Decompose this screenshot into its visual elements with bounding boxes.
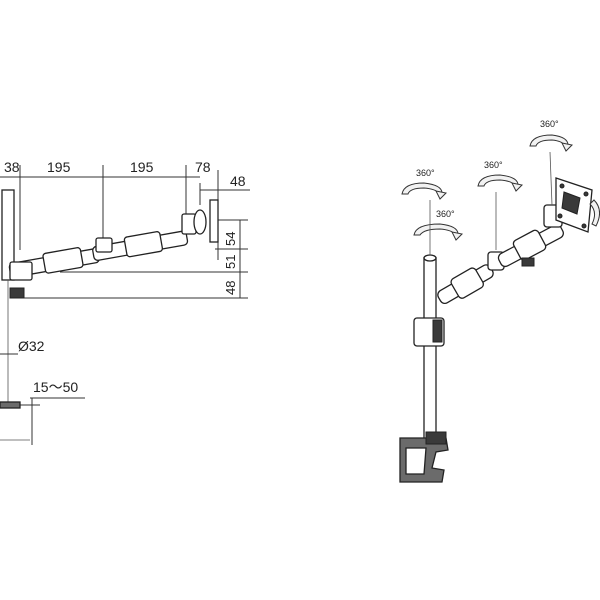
arrow-head-icon	[561, 142, 574, 152]
dimension-label-195-second: 195	[130, 159, 154, 175]
rotation-arrow-arm-base: 360°	[401, 168, 448, 200]
desk-clamp-top	[425, 431, 447, 445]
arm-cover-two	[123, 231, 164, 258]
arrow-head-icon	[451, 231, 464, 241]
collar-clamp-knob	[432, 319, 443, 343]
rotation-arrow-pole: 360°	[413, 209, 464, 241]
clamp-plate	[0, 401, 21, 409]
vesa-hole	[557, 213, 563, 219]
pole	[423, 257, 437, 449]
tilt-arrow-icon	[589, 199, 600, 227]
rotation-arrow-icon	[477, 174, 519, 187]
dimension-label-48-vertical: 48	[223, 281, 238, 295]
arm-isometric-second	[497, 224, 564, 268]
tilt-knob	[193, 209, 207, 235]
vesa-hole	[581, 223, 587, 229]
arm-lock	[521, 257, 535, 267]
vesa-hole	[559, 183, 565, 189]
isometric-view: 360° 360° 360° 360°	[399, 119, 600, 483]
rotation-arrow-icon	[401, 182, 443, 195]
rotation-label: 360°	[436, 209, 455, 219]
dimension-label-54: 54	[223, 232, 238, 246]
dimension-label-51: 51	[223, 255, 238, 269]
arm-cover-one	[42, 247, 84, 274]
pole-top-cap	[423, 254, 437, 262]
dimension-label-48-horizontal: 48	[230, 173, 246, 189]
desk-clamp-inner	[405, 447, 427, 475]
rotation-arrow-elbow: 360°	[477, 160, 524, 192]
guide-line	[549, 151, 553, 206]
vesa-hole	[583, 191, 589, 197]
rotation-arrow-icon	[413, 223, 459, 236]
vesa-center	[561, 191, 581, 215]
arm-isometric	[437, 264, 494, 305]
arrow-head-icon	[511, 182, 524, 192]
arm-cover-one	[450, 267, 485, 299]
elbow-joint	[95, 237, 113, 253]
rotation-arrow-head: 360°	[529, 119, 574, 152]
arrow-head-icon	[435, 190, 448, 200]
dimension-label-38: 38	[4, 159, 20, 175]
rotation-label: 360°	[416, 168, 435, 178]
pole-diameter-label: Ø32	[18, 338, 45, 354]
dimension-label-195-first: 195	[47, 159, 71, 175]
dimension-label-78: 78	[195, 159, 211, 175]
dimension-drawing: 38 195 195 78 48 54 51 48 Ø32 15～50	[0, 159, 250, 445]
vesa-plate-side	[209, 199, 219, 243]
clamp-range-label: 15～50	[33, 379, 78, 395]
pole-collar	[9, 261, 33, 281]
rotation-label: 360°	[484, 160, 503, 170]
arm-cover-two	[512, 229, 547, 261]
collar-lock	[9, 287, 25, 299]
rotation-label: 360°	[540, 119, 559, 129]
